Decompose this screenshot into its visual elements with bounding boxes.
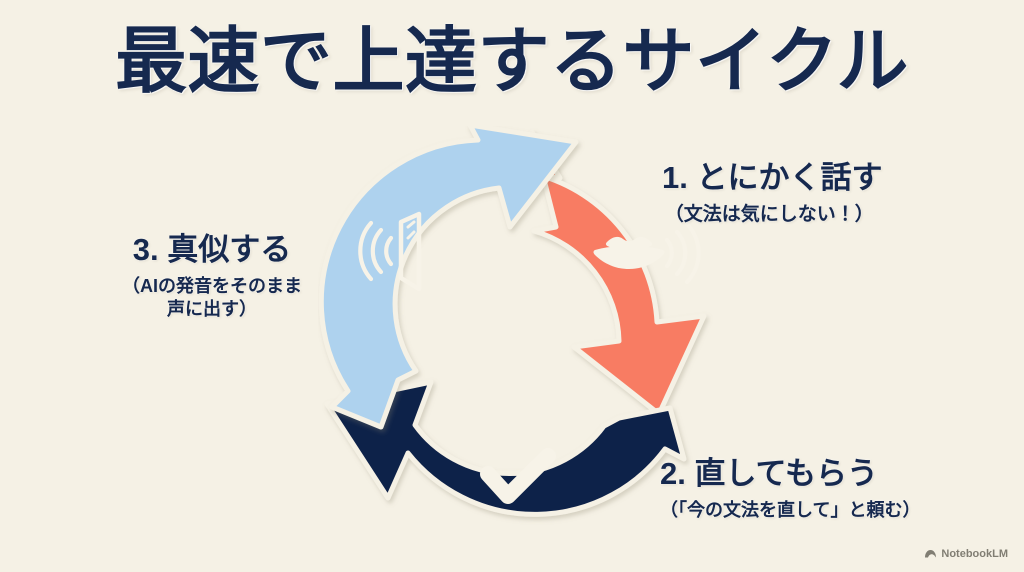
notebooklm-watermark: NotebookLM bbox=[924, 548, 1008, 560]
step-3-subtitle-line-2: 声に出す） bbox=[167, 299, 257, 320]
step-3-title: 3. 真似する bbox=[132, 232, 292, 267]
arrow-imitate bbox=[318, 126, 579, 430]
lips-speaking-icon bbox=[593, 221, 701, 285]
check-icon bbox=[480, 448, 556, 504]
cycle-diagram bbox=[318, 126, 738, 546]
phone-speaker-icon bbox=[358, 211, 422, 292]
step-2-subtitle: （「今の文法を直して」と頼む） bbox=[660, 499, 921, 520]
step-label-2: 2. 直してもらう （「今の文法を直して」と頼む） bbox=[660, 456, 920, 522]
step-3-subtitle: （AIの発音をそのまま 声に出す） bbox=[96, 275, 328, 322]
step-1-subtitle: （文法は気にしない！） bbox=[664, 203, 874, 225]
step-1-title: 1. とにかく話す bbox=[662, 160, 883, 195]
step-label-1: 1. とにかく話す （文法は気にしない！） bbox=[662, 160, 882, 227]
step-3-subtitle-line-1: （AIの発音をそのまま bbox=[122, 275, 302, 296]
page-title: 最速で上達するサイクル bbox=[115, 22, 909, 102]
arrow-correct bbox=[324, 379, 687, 517]
step-2-title: 2. 直してもらう bbox=[660, 456, 878, 491]
notebooklm-label: NotebookLM bbox=[941, 548, 1008, 560]
step-label-3: 3. 真似する （AIの発音をそのまま 声に出す） bbox=[96, 232, 328, 321]
arrow-speak bbox=[529, 129, 707, 417]
notebooklm-icon bbox=[924, 548, 937, 560]
